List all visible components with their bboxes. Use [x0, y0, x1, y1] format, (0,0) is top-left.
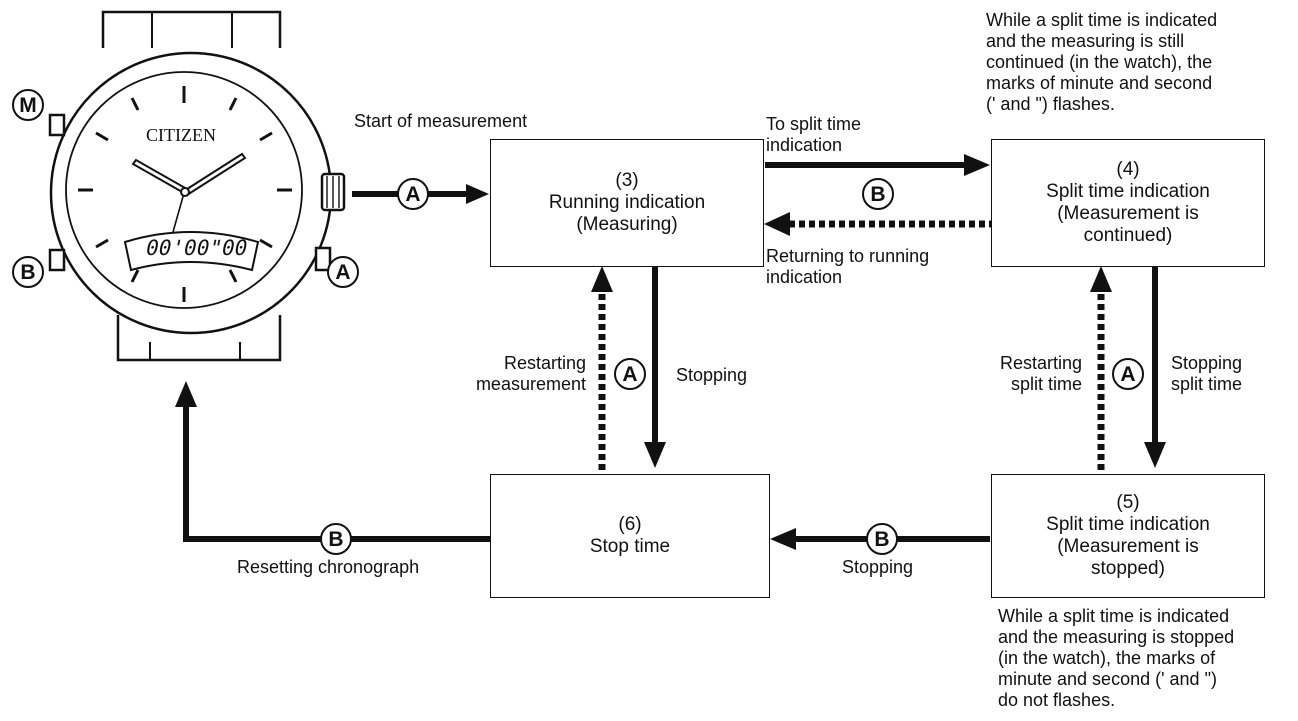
badge-return-b: B: [862, 178, 894, 210]
watch-lcd-window: [123, 231, 260, 272]
badge-stopping-b: B: [866, 523, 898, 555]
arrow-restarting-head: [591, 266, 613, 292]
arrow-stopping-split-head: [1144, 442, 1166, 468]
state-box-split-continued: (4) Split time indication (Measurement i…: [991, 139, 1265, 267]
watch-button-b-badge: B: [12, 256, 44, 288]
badge-reset-b: B: [320, 523, 352, 555]
arrow-restarting-split-head: [1090, 266, 1112, 292]
state-text-4: Split time indication (Measurement is co…: [1046, 181, 1210, 246]
label-start-of-measurement: Start of measurement: [354, 111, 528, 131]
state-text-3: Running indication (Measuring): [548, 192, 706, 235]
arrow-resetting-head: [175, 381, 197, 407]
watch-button-a-badge: A: [327, 256, 359, 288]
state-text-5: Split time indication (Measurement is st…: [1046, 514, 1210, 579]
label-restarting-measurement: Restarting measurement: [475, 353, 586, 394]
label-resetting-chronograph: Resetting chronograph: [237, 557, 420, 577]
label-restarting-split: Restarting split time: [999, 353, 1082, 394]
badge-restart-split-a: A: [1112, 358, 1144, 390]
note-split-continued: While a split time is indicated and the …: [986, 10, 1218, 114]
label-returning: Returning to running indication: [766, 246, 930, 287]
badge-restart-a: A: [614, 358, 646, 390]
arrow-start-head: [466, 184, 489, 204]
arrow-to-split-head: [964, 154, 990, 176]
label-stopping-bottom: Stopping: [842, 557, 914, 577]
arrow-returning-head: [764, 212, 790, 236]
watch-hour-markers: [78, 86, 292, 302]
state-number-6: (6): [618, 514, 642, 535]
label-to-split-time: To split time indication: [766, 114, 862, 155]
state-number-3: (3): [615, 170, 639, 191]
state-number-4: (4): [1116, 159, 1140, 180]
state-number-5: (5): [1116, 492, 1140, 513]
note-split-stopped: While a split time is indicated and the …: [998, 606, 1235, 710]
arrow-resetting: [183, 405, 490, 542]
arrow-stopping-head: [644, 442, 666, 468]
state-box-split-stopped: (5) Split time indication (Measurement i…: [991, 474, 1265, 598]
state-box-stop-time: (6) Stop time: [490, 474, 770, 598]
watch-hands: [131, 152, 247, 233]
arrow-stopping-bottom-head: [770, 528, 796, 550]
state-box-running: (3) Running indication (Measuring): [490, 139, 764, 267]
watch-brand-label: CITIZEN: [146, 125, 216, 145]
state-text-6: Stop time: [589, 536, 671, 557]
badge-start-a: A: [397, 178, 429, 210]
label-stopping-left: Stopping: [676, 365, 748, 385]
watch-button-m-badge: M: [12, 89, 44, 121]
watch-lcd-readout: 00'00"00: [143, 236, 250, 260]
label-stopping-split: Stopping split time: [1171, 353, 1243, 394]
